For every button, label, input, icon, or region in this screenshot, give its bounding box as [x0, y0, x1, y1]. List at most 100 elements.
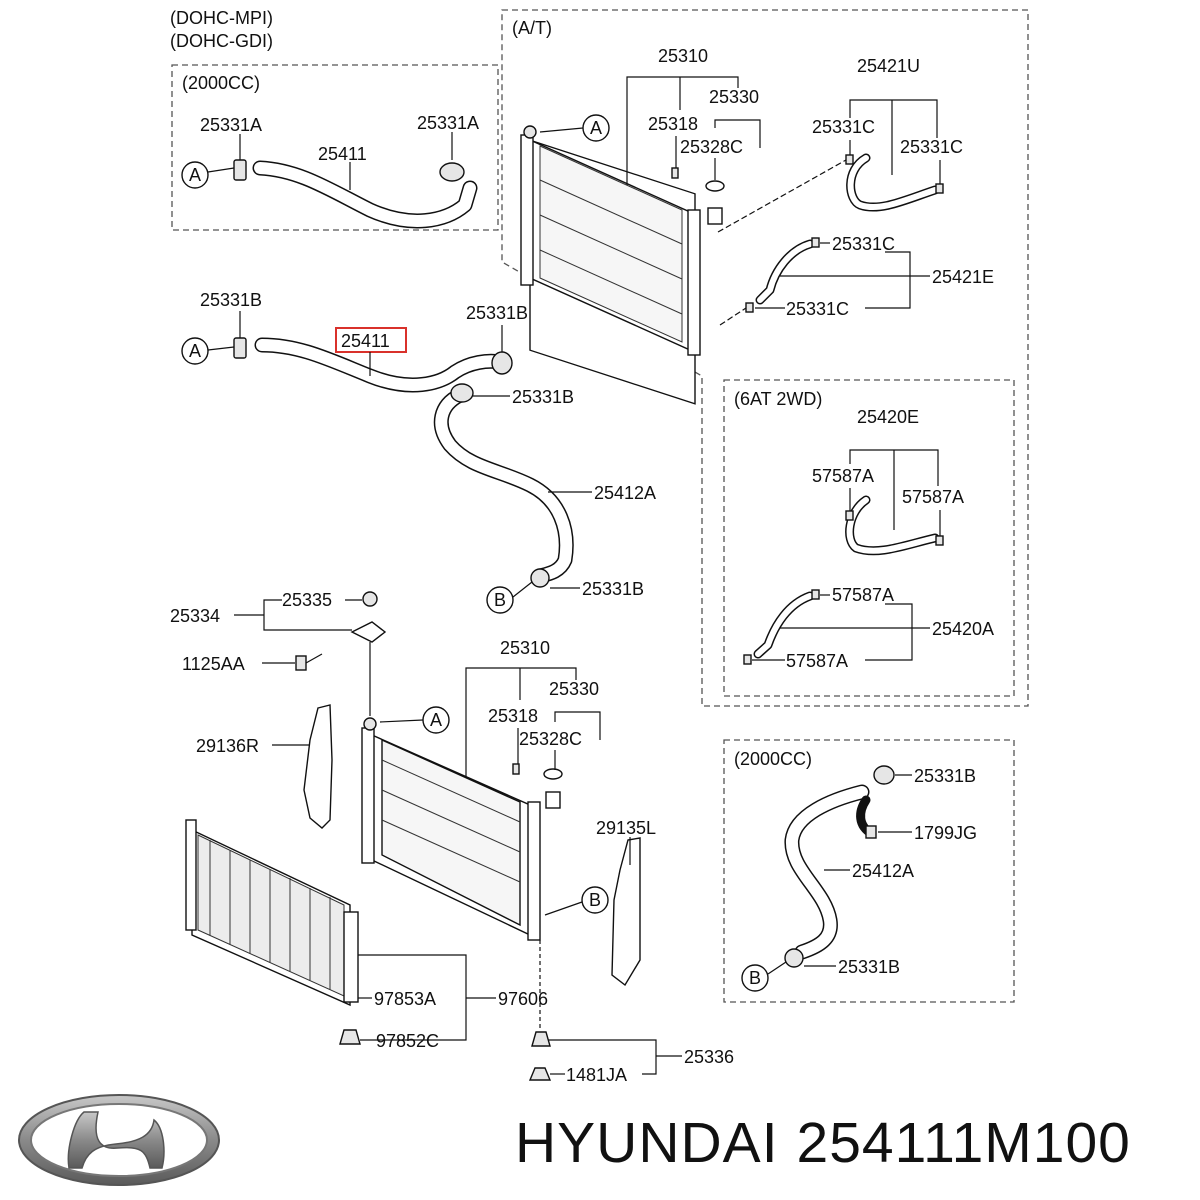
ref-a-circle-1 [181, 161, 209, 189]
label-57587a-2: 57587A [902, 487, 964, 507]
mount-97852c [339, 1029, 361, 1045]
panel-title-2000cc-top: (2000CC) [182, 73, 260, 93]
label-25318-at: 25318 [648, 114, 698, 134]
clamp-57587a-1 [845, 510, 854, 521]
panel-title-6at-2wd: (6AT 2WD) [734, 389, 822, 409]
hose-25412a-main [433, 387, 574, 584]
label-25412a-main: 25412A [594, 483, 656, 503]
clamp-25331b-6 [784, 948, 804, 968]
bolt-25318-bottom [512, 763, 520, 775]
label-25420a: 25420A [932, 619, 994, 639]
hose-25420a [753, 591, 815, 659]
brand-name: HYUNDAI [515, 1111, 779, 1175]
ref-b-label-2: B [589, 890, 601, 910]
label-29136r: 29136R [196, 736, 259, 756]
ref-a-label-4: A [590, 118, 602, 138]
ref-b-circle-2 [581, 886, 609, 914]
ref-b-label-1: B [494, 590, 506, 610]
panel-title-at: (A/T) [512, 18, 552, 38]
hyundai-logo [18, 1094, 220, 1186]
clamp-25331b-3 [450, 383, 474, 403]
radiator-25310-at [520, 125, 701, 405]
clamp-25331c-2 [935, 183, 944, 194]
label-97852c: 97852C [376, 1031, 439, 1051]
air-guard-29136r [303, 704, 333, 829]
label-25328c-bottom: 25328C [519, 729, 582, 749]
panel-2000cc-top [171, 64, 499, 231]
clamp-25331b-5 [873, 765, 895, 785]
clamp-57587a-4 [743, 654, 752, 665]
panel-at [501, 9, 1029, 707]
clamp-57587a-3 [811, 589, 820, 600]
label-57587a-1: 57587A [812, 466, 874, 486]
label-25331b-5: 25331B [914, 766, 976, 786]
footer-part-title: HYUNDAI 254111M100 [515, 1110, 1149, 1176]
highlight-box [335, 327, 407, 353]
cap-25330-bottom [543, 768, 563, 809]
hose-25421e [755, 239, 815, 305]
label-57587a-4: 57587A [786, 651, 848, 671]
label-25330-bottom: 25330 [549, 679, 599, 699]
label-25331a-left: 25331A [200, 115, 262, 135]
hose-25411-main [254, 337, 508, 393]
clamp-25331b-4 [530, 568, 550, 588]
label-25331c-4: 25331C [786, 299, 849, 319]
label-25310-bottom: 25310 [500, 638, 550, 658]
label-29135l: 29135L [596, 818, 656, 838]
label-25331a-right: 25331A [417, 113, 479, 133]
label-25411-highlighted[interactable]: 25411 [341, 331, 390, 351]
label-25310-at: 25310 [658, 46, 708, 66]
label-25420e: 25420E [857, 407, 919, 427]
clamp-25331b-2 [491, 351, 513, 375]
air-guard-29135l [611, 837, 641, 987]
clamp-25331c-1 [845, 154, 854, 165]
label-25421u: 25421U [857, 56, 920, 76]
label-25334: 25334 [170, 606, 220, 626]
label-25335: 25335 [282, 590, 332, 610]
label-25331b-2: 25331B [466, 303, 528, 323]
ref-a-circle-4 [582, 114, 610, 142]
ref-b-circle-3 [741, 964, 769, 992]
panel-2000cc-bottom [723, 739, 1015, 1003]
engine-variant-mpi: (DOHC-MPI) [170, 8, 273, 28]
label-25411-top: 25411 [318, 144, 367, 164]
panel-6at-2wd [723, 379, 1015, 697]
label-1481ja: 1481JA [566, 1065, 627, 1085]
label-25328c-at: 25328C [680, 137, 743, 157]
hose-25411-2000cc [252, 160, 478, 229]
label-25318-bottom: 25318 [488, 706, 538, 726]
label-1125aa: 1125AA [182, 654, 245, 674]
condenser-97606 [185, 819, 359, 1007]
label-25421e: 25421E [932, 267, 994, 287]
label-1799jg: 1799JG [914, 823, 977, 843]
bolt-1125aa [295, 653, 323, 671]
hose-25412a-2000cc [784, 784, 870, 960]
label-25331c-2: 25331C [900, 137, 963, 157]
mount-25336 [531, 1031, 551, 1047]
label-25331b-3: 25331B [512, 387, 574, 407]
hose-25421u [846, 153, 940, 212]
radiator-25310-bottom [361, 717, 541, 941]
label-25331c-1: 25331C [812, 117, 875, 137]
part-number: 254111M100 [796, 1111, 1131, 1175]
ref-b-circle-1 [486, 586, 514, 614]
clamp-25331b-1 [233, 337, 247, 359]
bolt-25318-at [671, 167, 679, 179]
ref-a-label-3: A [430, 710, 442, 730]
label-97853a: 97853A [374, 989, 436, 1009]
label-25330-at: 25330 [709, 87, 759, 107]
label-25412a-b: 25412A [852, 861, 914, 881]
ref-b-label-3: B [749, 968, 761, 988]
clamp-25331a-right [439, 162, 465, 182]
hose-25420e [845, 495, 940, 556]
engine-variant-gdi: (DOHC-GDI) [170, 31, 273, 51]
cap-25330-at [705, 180, 725, 225]
clamp-25331c-3 [811, 237, 820, 248]
label-25331b-4: 25331B [582, 579, 644, 599]
clamp-25331a-left [233, 159, 247, 181]
clip-1799jg [865, 825, 877, 839]
label-97606: 97606 [498, 989, 548, 1009]
clamp-57587a-2 [935, 535, 944, 546]
label-25331b-6: 25331B [838, 957, 900, 977]
